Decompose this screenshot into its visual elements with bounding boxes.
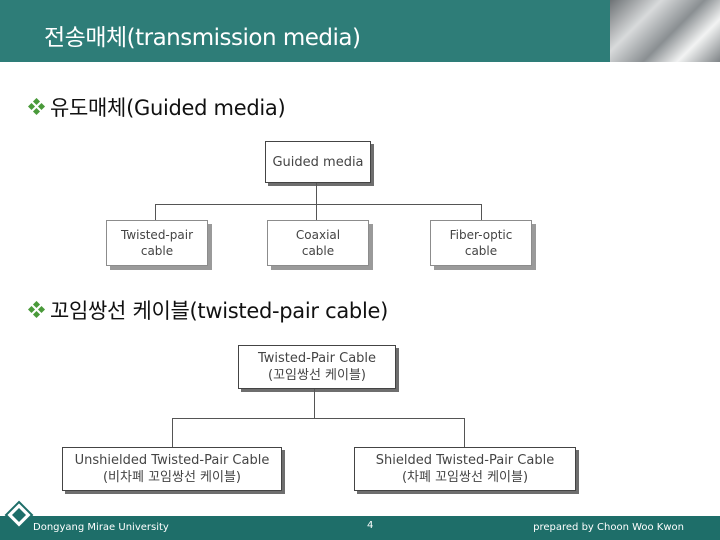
diamond-logo-icon — [4, 500, 34, 530]
title-decoration-image — [610, 0, 720, 62]
node-label: Guided media — [272, 154, 364, 170]
footer-university: Dongyang Mirae University — [33, 522, 169, 533]
node-label: Twisted-pair — [120, 228, 194, 242]
node-unshielded-twisted-pair: Unshielded Twisted-Pair Cable (비차폐 꼬임쌍선 … — [62, 447, 282, 491]
node-label: Shielded Twisted-Pair Cable — [375, 453, 555, 468]
footer-bar: Dongyang Mirae University 4 prepared by … — [0, 516, 720, 540]
node-label: cable — [464, 244, 498, 258]
node-coaxial: Coaxial cable — [267, 220, 369, 266]
footer-page-number: 4 — [367, 520, 374, 531]
connector-line — [316, 183, 317, 204]
node-label: Coaxial — [295, 228, 341, 242]
node-guided-media: Guided media — [265, 141, 371, 183]
node-label: cable — [140, 244, 174, 258]
node-label: (꼬임쌍선 케이블) — [268, 368, 366, 383]
node-label: Twisted-Pair Cable — [257, 351, 377, 366]
slide-title: 전송매체(transmission media) — [44, 25, 361, 51]
connector-line — [481, 204, 482, 220]
connector-line — [464, 418, 465, 447]
connector-line — [155, 204, 156, 220]
footer-author: prepared by Choon Woo Kwon — [533, 522, 684, 533]
bullet-heading: 꼬임쌍선 케이블(twisted-pair cable) — [50, 299, 388, 323]
bullet-guided-media: 유도매체(Guided media) — [28, 92, 286, 122]
node-label: cable — [301, 244, 335, 258]
node-label: Unshielded Twisted-Pair Cable — [74, 453, 270, 468]
connector-line — [316, 204, 317, 220]
node-label: (비차폐 꼬임쌍선 케이블) — [102, 470, 241, 485]
connector-line — [314, 389, 315, 418]
node-shielded-twisted-pair: Shielded Twisted-Pair Cable (차폐 꼬임쌍선 케이블… — [354, 447, 576, 491]
title-bar: 전송매체(transmission media) — [0, 0, 720, 62]
bullet-heading: 유도매체(Guided media) — [50, 96, 286, 120]
diamond-bullet-icon — [28, 98, 46, 116]
node-twisted-pair-cable: Twisted-Pair Cable (꼬임쌍선 케이블) — [238, 345, 396, 389]
connector-line — [172, 418, 173, 447]
diamond-bullet-icon — [28, 301, 46, 319]
node-label: (차폐 꼬임쌍선 케이블) — [401, 470, 529, 485]
connector-line — [172, 418, 465, 419]
connector-line — [155, 204, 482, 205]
node-fiber-optic: Fiber-optic cable — [430, 220, 532, 266]
node-label: Fiber-optic — [449, 228, 513, 242]
bullet-twisted-pair: 꼬임쌍선 케이블(twisted-pair cable) — [28, 295, 388, 325]
node-twisted-pair: Twisted-pair cable — [106, 220, 208, 266]
